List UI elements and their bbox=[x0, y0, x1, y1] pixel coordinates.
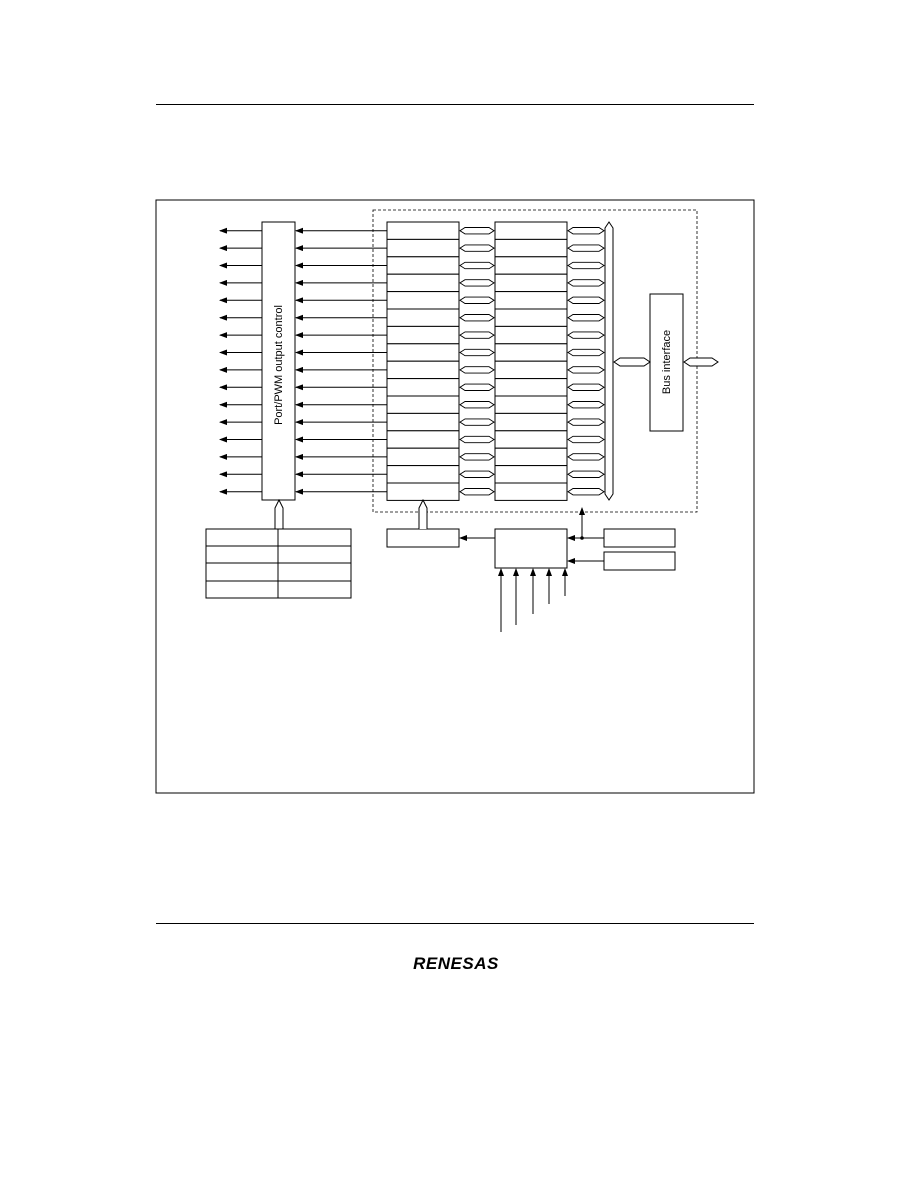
register-b-3 bbox=[494, 273, 568, 293]
register-a-9 bbox=[386, 378, 460, 397]
control-register-table bbox=[205, 528, 352, 599]
bus-link-9 bbox=[567, 383, 605, 391]
renesas-logo: RENESAS bbox=[400, 954, 512, 976]
register-link-11 bbox=[459, 418, 495, 426]
register-b-2 bbox=[494, 256, 568, 275]
bus-link-7 bbox=[567, 348, 605, 357]
port-pwm-control-label: Port/PWM output control bbox=[273, 305, 285, 425]
register-link-1 bbox=[459, 244, 495, 252]
footer-rule bbox=[156, 923, 754, 924]
bus-link-2 bbox=[567, 261, 605, 270]
register-link-9 bbox=[459, 383, 495, 391]
register-link-13 bbox=[459, 453, 495, 461]
register-b-7 bbox=[494, 343, 568, 362]
register-b-8 bbox=[494, 360, 568, 380]
register-a-6 bbox=[386, 325, 460, 345]
register-b-1 bbox=[494, 238, 568, 258]
register-link-3 bbox=[459, 279, 495, 287]
compare-control-block bbox=[386, 528, 460, 548]
bus-link-8 bbox=[567, 366, 605, 374]
right-register-2 bbox=[603, 551, 676, 571]
register-a-12 bbox=[386, 430, 460, 449]
bus-interface-block bbox=[649, 293, 684, 432]
bus-link-1 bbox=[567, 244, 605, 252]
register-a-8 bbox=[386, 360, 460, 380]
bus-link-14 bbox=[567, 470, 605, 478]
register-b-6 bbox=[494, 325, 568, 345]
register-link-6 bbox=[459, 331, 495, 339]
internal-bus bbox=[604, 221, 614, 501]
bus-link-4 bbox=[567, 296, 605, 304]
register-b-15 bbox=[494, 482, 568, 501]
register-link-7 bbox=[459, 348, 495, 357]
bus-link-12 bbox=[567, 435, 605, 444]
register-link-0 bbox=[459, 227, 495, 235]
register-a-15 bbox=[386, 482, 460, 501]
register-link-4 bbox=[459, 296, 495, 304]
register-b-5 bbox=[494, 308, 568, 327]
register-a-13 bbox=[386, 447, 460, 467]
bus-link-15 bbox=[567, 488, 605, 496]
register-b-4 bbox=[494, 291, 568, 310]
control-register-link bbox=[274, 498, 284, 529]
internal-bus-link bbox=[613, 357, 651, 367]
renesas-logo-text: RENESAS bbox=[413, 954, 499, 973]
register-a-11 bbox=[386, 412, 460, 432]
register-a-4 bbox=[386, 291, 460, 310]
bus-link-11 bbox=[567, 418, 605, 426]
bus-interface-label: Bus interface bbox=[661, 330, 673, 394]
register-a-1 bbox=[386, 238, 460, 258]
register-b-11 bbox=[494, 412, 568, 432]
register-link-14 bbox=[459, 470, 495, 478]
register-link-5 bbox=[459, 314, 495, 322]
register-b-13 bbox=[494, 447, 568, 467]
figure-frame bbox=[155, 199, 755, 794]
register-b-14 bbox=[494, 465, 568, 484]
bus-link-13 bbox=[567, 453, 605, 461]
register-link-15 bbox=[459, 488, 495, 496]
external-bus-link bbox=[683, 357, 719, 367]
bus-link-10 bbox=[567, 401, 605, 409]
controller-inputs bbox=[498, 568, 568, 632]
header-rule bbox=[156, 104, 754, 105]
register-a-14 bbox=[386, 465, 460, 484]
register-link-10 bbox=[459, 401, 495, 409]
port-pwm-control-block bbox=[261, 221, 296, 501]
register-b-0 bbox=[494, 221, 568, 240]
register-link-8 bbox=[459, 366, 495, 374]
bus-link-0 bbox=[567, 227, 605, 235]
right-register-1 bbox=[603, 528, 676, 548]
register-b-9 bbox=[494, 378, 568, 397]
register-a-2 bbox=[386, 256, 460, 275]
register-b-10 bbox=[494, 395, 568, 414]
output-channels bbox=[219, 221, 605, 501]
bus-link-5 bbox=[567, 314, 605, 322]
controller-block bbox=[494, 528, 568, 569]
bus-link-6 bbox=[567, 331, 605, 339]
bus-link-3 bbox=[567, 279, 605, 287]
register-a-7 bbox=[386, 343, 460, 362]
compare-control-link bbox=[418, 498, 428, 529]
register-link-2 bbox=[459, 261, 495, 270]
register-a-10 bbox=[386, 395, 460, 414]
register-a-3 bbox=[386, 273, 460, 293]
register-a-0 bbox=[386, 221, 460, 240]
register-b-12 bbox=[494, 430, 568, 449]
register-a-5 bbox=[386, 308, 460, 327]
register-link-12 bbox=[459, 435, 495, 444]
